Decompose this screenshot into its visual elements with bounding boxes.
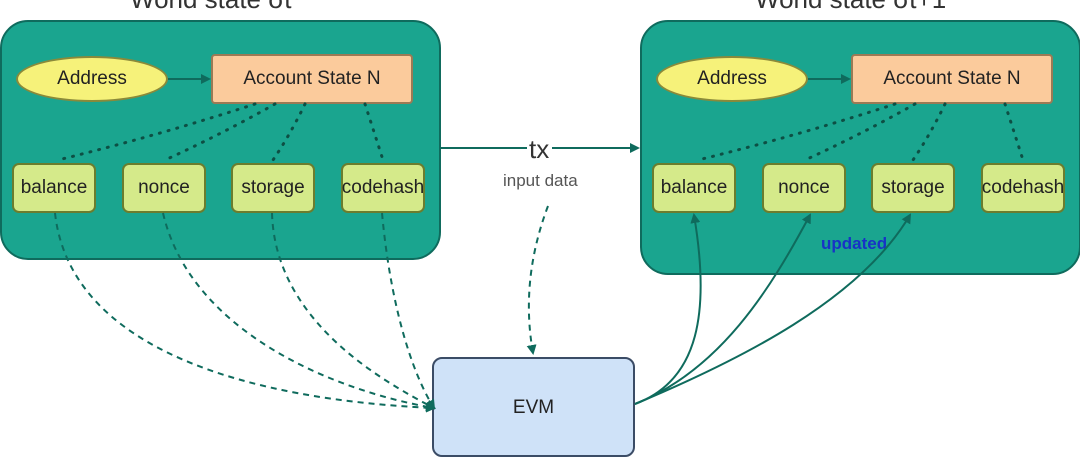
left-field-codehash: codehash xyxy=(341,163,425,213)
left-field-storage: storage xyxy=(231,163,315,213)
connector-layer xyxy=(54,74,1025,413)
tx-label: tx xyxy=(529,134,550,164)
left-dotted-links xyxy=(56,102,385,162)
right-field-nonce: nonce xyxy=(762,163,846,213)
right-account-state-node: Account State N xyxy=(851,54,1053,104)
left-fields-to-evm-arrows xyxy=(54,212,436,413)
left-field-nonce: nonce xyxy=(122,163,206,213)
right-field-balance: balance xyxy=(652,163,736,213)
evm-to-right-fields-arrows xyxy=(634,213,912,405)
left-account-state-node: Account State N xyxy=(211,54,413,104)
left-address-node: Address xyxy=(16,56,168,102)
left-title: World state σt xyxy=(130,0,292,15)
right-dotted-links xyxy=(696,102,1025,162)
left-field-balance: balance xyxy=(12,163,96,213)
right-address-node: Address xyxy=(656,56,808,102)
right-field-codehash: codehash xyxy=(981,163,1065,213)
input-data-label: input data xyxy=(503,171,578,190)
right-field-storage: storage xyxy=(871,163,955,213)
updated-label: updated xyxy=(821,234,888,253)
input-data-arrow xyxy=(526,205,549,355)
right-title: World state σt+1 xyxy=(755,0,946,15)
